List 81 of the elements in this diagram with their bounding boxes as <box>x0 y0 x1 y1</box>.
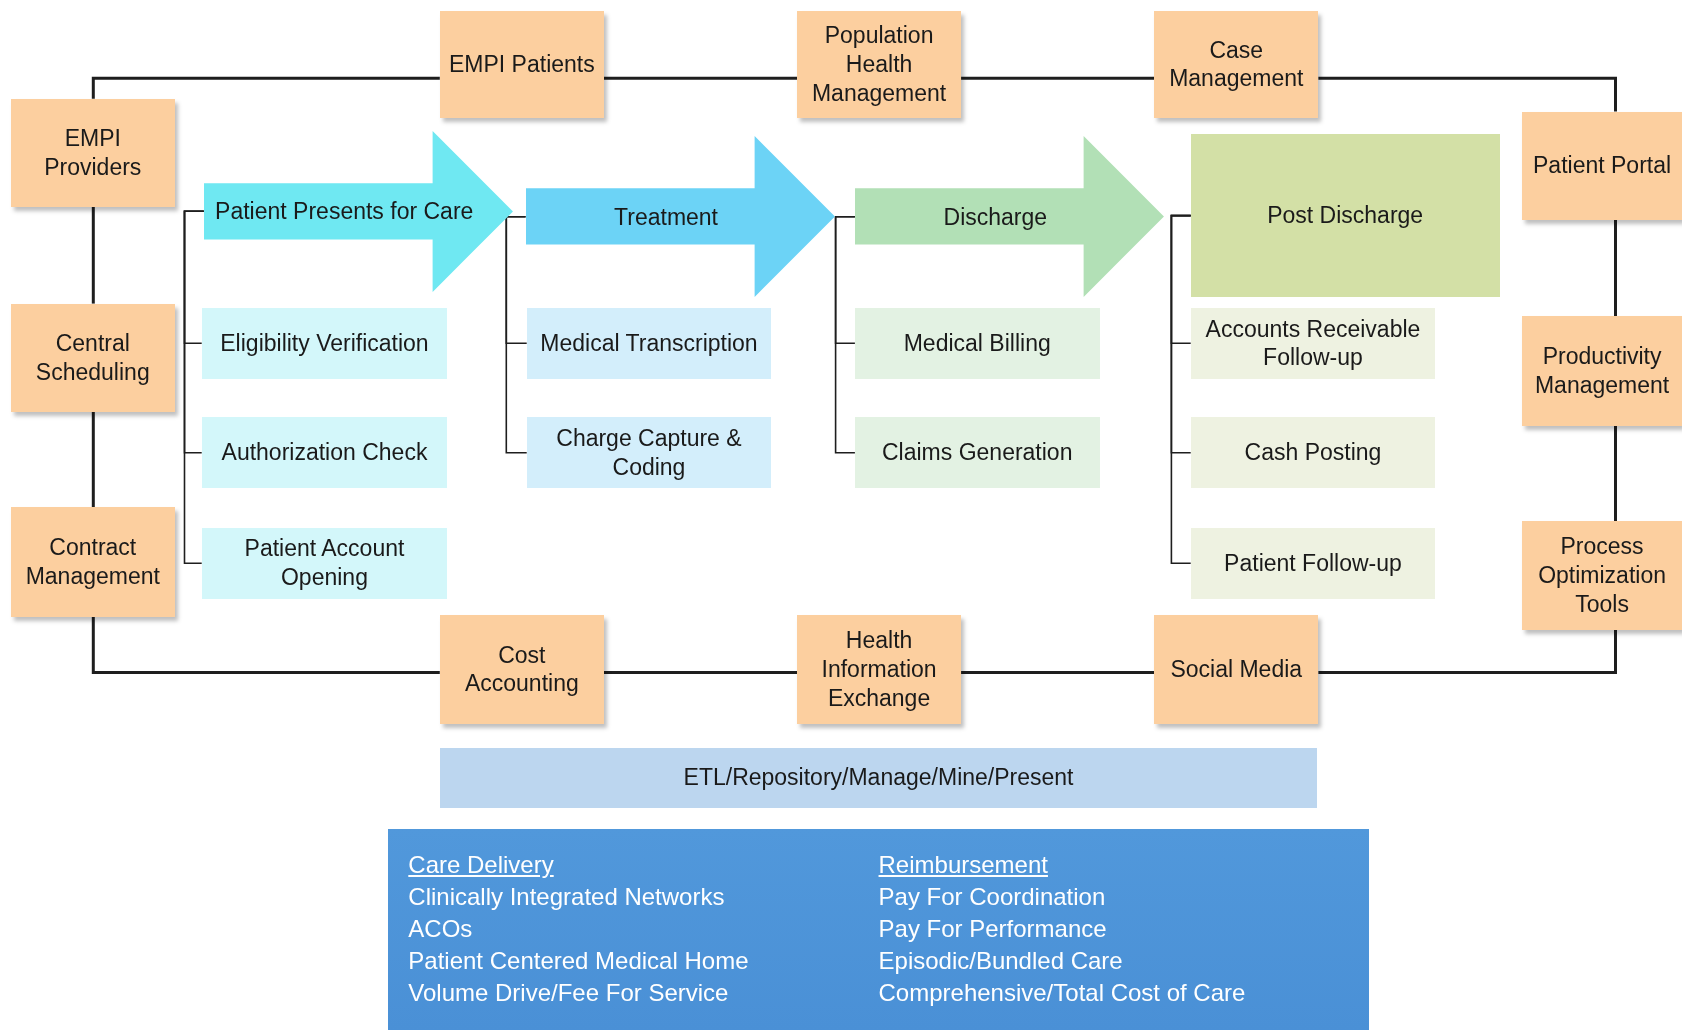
connector-line <box>1614 425 1617 522</box>
box-label: Case Management <box>1168 35 1305 94</box>
connector-line <box>505 215 528 454</box>
list-item: Episodic/Bundled Care <box>878 946 1123 977</box>
list-item: Volume Drive/Fee For Service <box>408 978 729 1009</box>
function-box <box>10 507 175 617</box>
box-label: Process Optimization Tools <box>1537 532 1667 619</box>
box-label: Medical Billing <box>903 328 1051 358</box>
connector-line <box>91 76 440 99</box>
stage-box <box>1190 134 1500 298</box>
connector-line <box>1318 629 1617 675</box>
connector-line <box>1318 76 1617 112</box>
box-label: Productivity Management <box>1533 342 1671 400</box>
info-panel <box>388 829 1369 1030</box>
task-box <box>201 307 448 379</box>
box-label: Accounts Receivable Follow-up <box>1204 314 1422 372</box>
stage-label: Discharge <box>942 202 1049 232</box>
function-box <box>797 10 962 118</box>
box-label: Patient Follow-up <box>1224 548 1402 578</box>
list-item: ACOs <box>408 914 473 945</box>
connector-line <box>961 76 1155 80</box>
connector-line <box>834 215 856 454</box>
connector-line <box>603 671 797 675</box>
banner-bar <box>439 747 1318 808</box>
box-label: Population Health Management <box>810 21 948 108</box>
connector-line <box>603 76 797 80</box>
connector-line <box>961 671 1155 675</box>
column-heading: Reimbursement <box>878 850 1048 881</box>
function-box <box>797 614 962 725</box>
connector-line <box>1170 214 1192 564</box>
box-label: Contract Management <box>24 533 161 591</box>
stage-label: Patient Presents for Care <box>214 197 475 227</box>
list-item: Pay For Performance <box>878 914 1107 945</box>
stage-shape <box>854 136 1164 298</box>
stage-shape <box>203 130 513 292</box>
task-box <box>1190 307 1436 379</box>
function-box <box>10 98 175 207</box>
task-box <box>526 307 772 379</box>
box-label: Social Media <box>1170 655 1303 684</box>
box-label: Authorization Check <box>221 438 428 468</box>
connector-line <box>91 616 440 675</box>
function-box <box>439 614 604 725</box>
connector-line <box>91 207 95 304</box>
box-label: Charge Capture & Coding <box>555 423 743 482</box>
function-box <box>439 10 604 118</box>
function-box <box>1522 111 1682 220</box>
function-box <box>1522 521 1682 630</box>
function-box <box>1154 614 1319 725</box>
function-box <box>1522 316 1682 426</box>
box-label: EMPI Patients <box>449 49 595 79</box>
box-label: Claims Generation <box>882 438 1073 468</box>
list-item: Patient Centered Medical Home <box>408 946 749 977</box>
connector-line <box>183 210 205 564</box>
box-label: ETL/Repository/Manage/Mine/Present <box>683 763 1074 793</box>
box-label: Post Discharge <box>1267 201 1424 230</box>
column-heading: Care Delivery <box>408 850 554 881</box>
box-label: EMPI Providers <box>43 124 143 182</box>
task-box <box>854 417 1100 489</box>
task-box <box>854 307 1100 379</box>
task-box <box>1190 417 1436 489</box>
box-label: Cash Posting <box>1244 438 1382 468</box>
task-box <box>526 417 772 489</box>
task-box <box>201 417 448 489</box>
task-box <box>201 527 448 599</box>
function-box <box>10 303 175 412</box>
box-label: Patient Account Opening <box>243 534 406 592</box>
box-label: Eligibility Verification <box>220 328 429 358</box>
box-label: Health Information Exchange <box>820 626 938 713</box>
box-label: Patient Portal <box>1533 151 1672 181</box>
function-box <box>1154 10 1319 118</box>
connector-line <box>1614 219 1617 317</box>
stage-label: Treatment <box>613 202 719 232</box>
list-item: Pay For Coordination <box>878 882 1106 913</box>
stage-shape <box>525 136 835 298</box>
box-label: Central Scheduling <box>34 328 151 387</box>
box-label: Cost Accounting <box>463 640 580 699</box>
box-label: Medical Transcription <box>540 328 758 358</box>
list-item: Comprehensive/Total Cost of Care <box>878 978 1246 1009</box>
list-item: Clinically Integrated Networks <box>408 882 725 913</box>
task-box <box>1190 527 1436 599</box>
connector-line <box>91 411 95 508</box>
